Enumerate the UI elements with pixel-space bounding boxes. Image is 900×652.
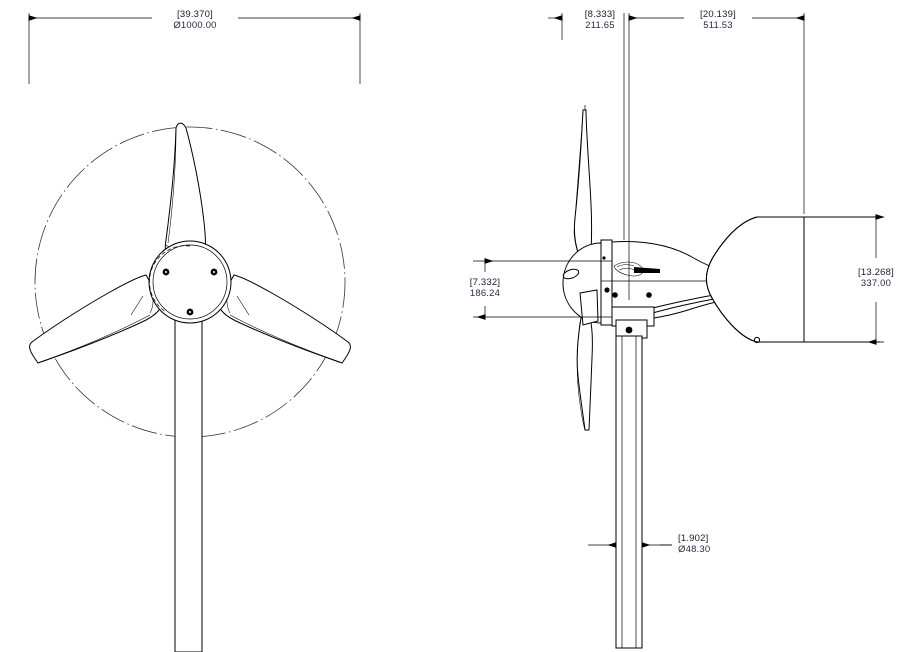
nacelle-fastener-4 <box>646 292 652 298</box>
side-mast <box>615 335 643 649</box>
yaw-mount-bolt <box>625 326 633 334</box>
side-yaw-mount <box>611 306 655 339</box>
side-view <box>562 105 880 649</box>
side-tail-assembly <box>619 216 880 344</box>
dimension-nose-to-mast: [8.333] 211.65 <box>548 9 625 240</box>
dim-tail-height-imperial: [13.268] <box>858 267 894 278</box>
tail-fin-eyelet <box>753 336 761 344</box>
dimension-mast-diameter: [1.902] Ø48.30 <box>588 533 710 555</box>
nacelle-fastener-1 <box>602 256 606 260</box>
side-nose-cone <box>562 242 602 326</box>
side-blade-upper <box>573 109 592 263</box>
front-blade-lower-right <box>217 274 351 364</box>
dim-rotor-diameter-metric: Ø1000.00 <box>173 20 216 31</box>
dim-mast-diameter-imperial: [1.902] <box>678 533 708 544</box>
dimension-nacelle-height: [7.332] 186.24 <box>470 258 612 320</box>
dim-mast-diameter-metric: Ø48.30 <box>678 544 710 555</box>
dimension-overall-length: [20.139] 511.53 <box>628 9 805 300</box>
side-blade-lower <box>576 317 593 431</box>
nose-cone-tab <box>579 289 599 326</box>
dim-rotor-diameter-imperial: [39.370] <box>177 9 213 20</box>
front-blade-lower-left <box>29 274 163 364</box>
front-hub <box>148 240 232 324</box>
dim-overall-length-imperial: [20.139] <box>700 9 736 20</box>
dim-tail-height-metric: 337.00 <box>861 278 891 289</box>
nose-cone-vent <box>562 268 580 280</box>
dim-nacelle-height-metric: 186.24 <box>470 288 500 299</box>
dim-nose-to-mast-imperial: [8.333] <box>585 9 615 20</box>
front-mast <box>174 299 203 652</box>
dim-nacelle-height-imperial: [7.332] <box>470 277 500 288</box>
dimension-rotor-diameter: [39.370] Ø1000.00 <box>28 9 361 84</box>
dimension-tail-height: [13.268] 337.00 <box>800 214 894 345</box>
nacelle-fastener-3 <box>612 292 618 298</box>
nacelle-decal <box>613 261 660 277</box>
nacelle-fastener-2 <box>604 287 610 293</box>
front-view <box>29 122 351 652</box>
dim-overall-length-metric: 511.53 <box>703 20 733 31</box>
dim-nose-to-mast-metric: 211.65 <box>585 20 615 31</box>
